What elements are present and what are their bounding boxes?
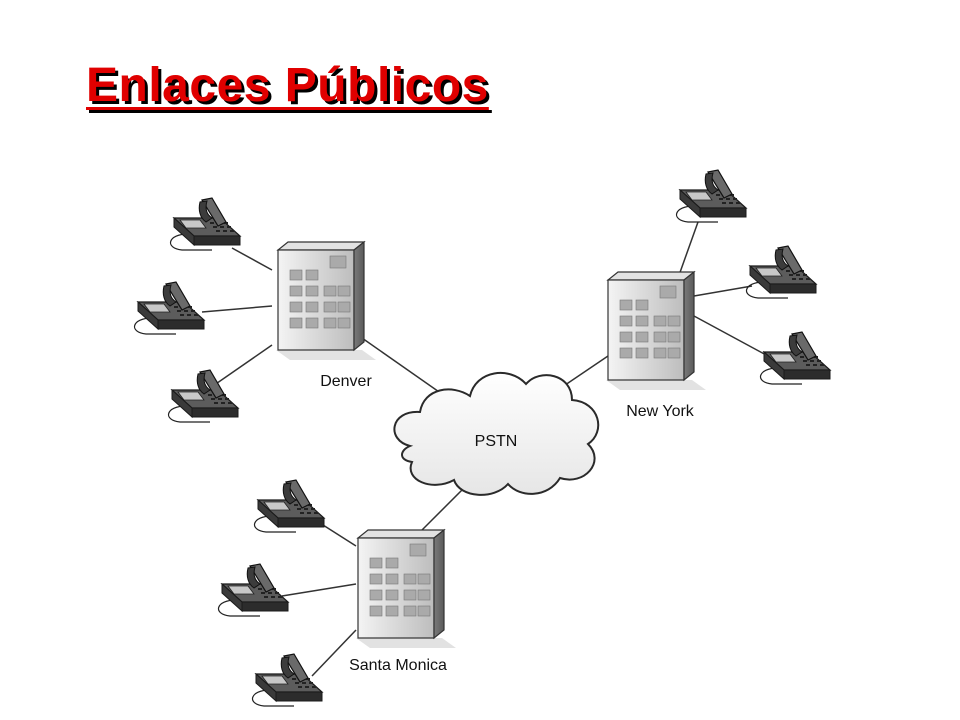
link-denver-phone-3 xyxy=(209,344,273,389)
denver-phone-1 xyxy=(169,197,241,251)
santamonica-phone-1 xyxy=(253,479,325,533)
newyork-pbx-server xyxy=(605,271,707,391)
santamonica-phone-3 xyxy=(251,653,323,707)
slide-title: Enlaces Públicos xyxy=(86,59,489,112)
link-ny-phone-3 xyxy=(693,315,769,357)
santamonica-phone-2 xyxy=(217,563,289,617)
pstn-label: PSTN xyxy=(475,433,518,450)
denver-label: Denver xyxy=(320,373,372,390)
santamonica-pbx-server xyxy=(355,529,457,649)
newyork-phone-1 xyxy=(675,169,747,223)
pstn-cloud: PSTN xyxy=(393,371,600,496)
link-ny-phone-1 xyxy=(677,221,699,279)
link-sm-phone-2 xyxy=(281,583,357,597)
link-denver-phone-1 xyxy=(231,247,273,271)
link-denver-phone-2 xyxy=(201,305,273,313)
denver-phone-2 xyxy=(133,281,205,335)
newyork-phone-3 xyxy=(759,331,831,385)
denver-phone-3 xyxy=(167,369,239,423)
link-ny-phone-2 xyxy=(693,285,753,297)
link-sm-phone-3 xyxy=(311,629,357,677)
denver-pbx-server xyxy=(275,241,377,361)
santamonica-label: Santa Monica xyxy=(349,657,447,674)
newyork-label: New York xyxy=(626,403,695,420)
newyork-phone-2 xyxy=(745,245,817,299)
